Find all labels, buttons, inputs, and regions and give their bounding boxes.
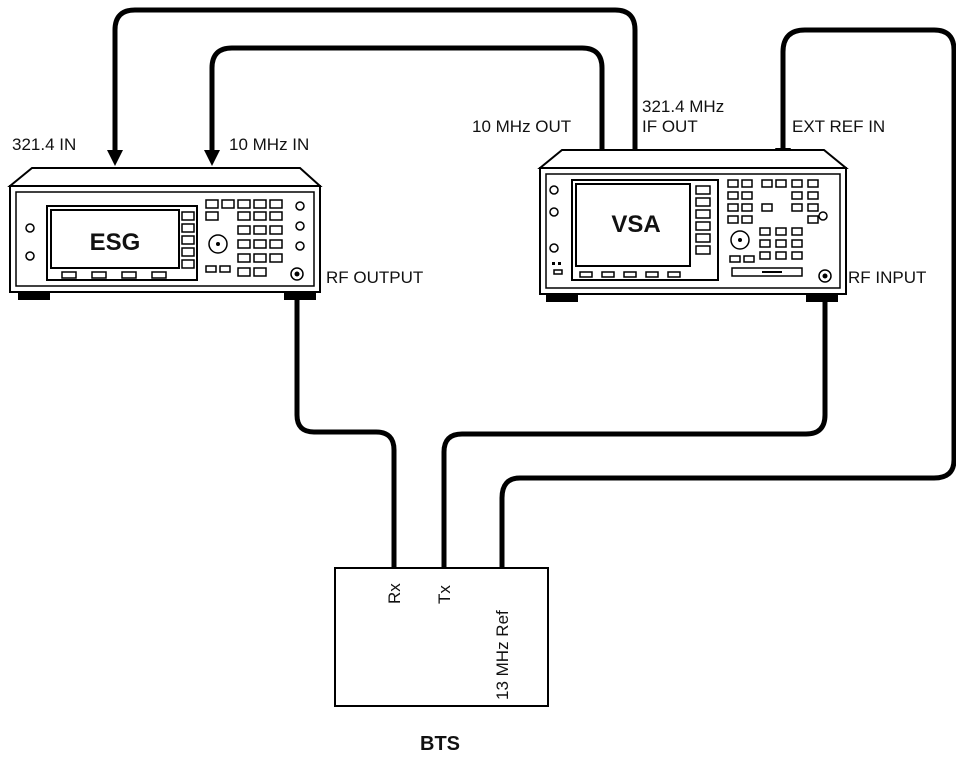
label-vsa-10mhz-out: 10 MHz OUT	[472, 117, 571, 136]
esg-name: ESG	[90, 229, 141, 256]
label-esg-321-in: 321.4 IN	[12, 135, 76, 154]
vsa-softkeys	[579, 185, 711, 278]
bts-port-tx: Tx	[435, 585, 454, 604]
cable-321-if	[112, 7, 638, 152]
label-esg-10mhz-in: 10 MHz IN	[229, 135, 309, 154]
bts-box	[334, 567, 549, 707]
arrow-icon	[107, 150, 123, 166]
label-vsa-ext-ref-in: EXT REF IN	[792, 117, 885, 136]
cable-10mhz-ref	[209, 45, 605, 152]
esg-keypad	[205, 199, 305, 281]
cable-esg-rf-to-rx	[294, 278, 397, 568]
bts-port-rx: Rx	[385, 583, 404, 604]
label-esg-rf-output: RF OUTPUT	[326, 268, 423, 287]
vsa-name: VSA	[611, 211, 660, 238]
bts-port-ref: 13 MHz Ref	[493, 610, 512, 700]
bts-name: BTS	[420, 733, 460, 755]
vsa-keypad	[727, 179, 832, 283]
cable-ext-ref	[499, 27, 956, 568]
arrow-icon	[204, 150, 220, 166]
vsa-instrument: VSA	[537, 149, 849, 302]
label-vsa-rf-input: RF INPUT	[848, 268, 926, 287]
cable-tx-to-vsa-rf	[441, 278, 828, 568]
label-vsa-if-out-line2: IF OUT	[642, 117, 698, 136]
label-vsa-if-out-line1: 321.4 MHz	[642, 97, 724, 116]
esg-instrument: ESG	[7, 167, 323, 300]
esg-softkeys	[61, 211, 195, 279]
